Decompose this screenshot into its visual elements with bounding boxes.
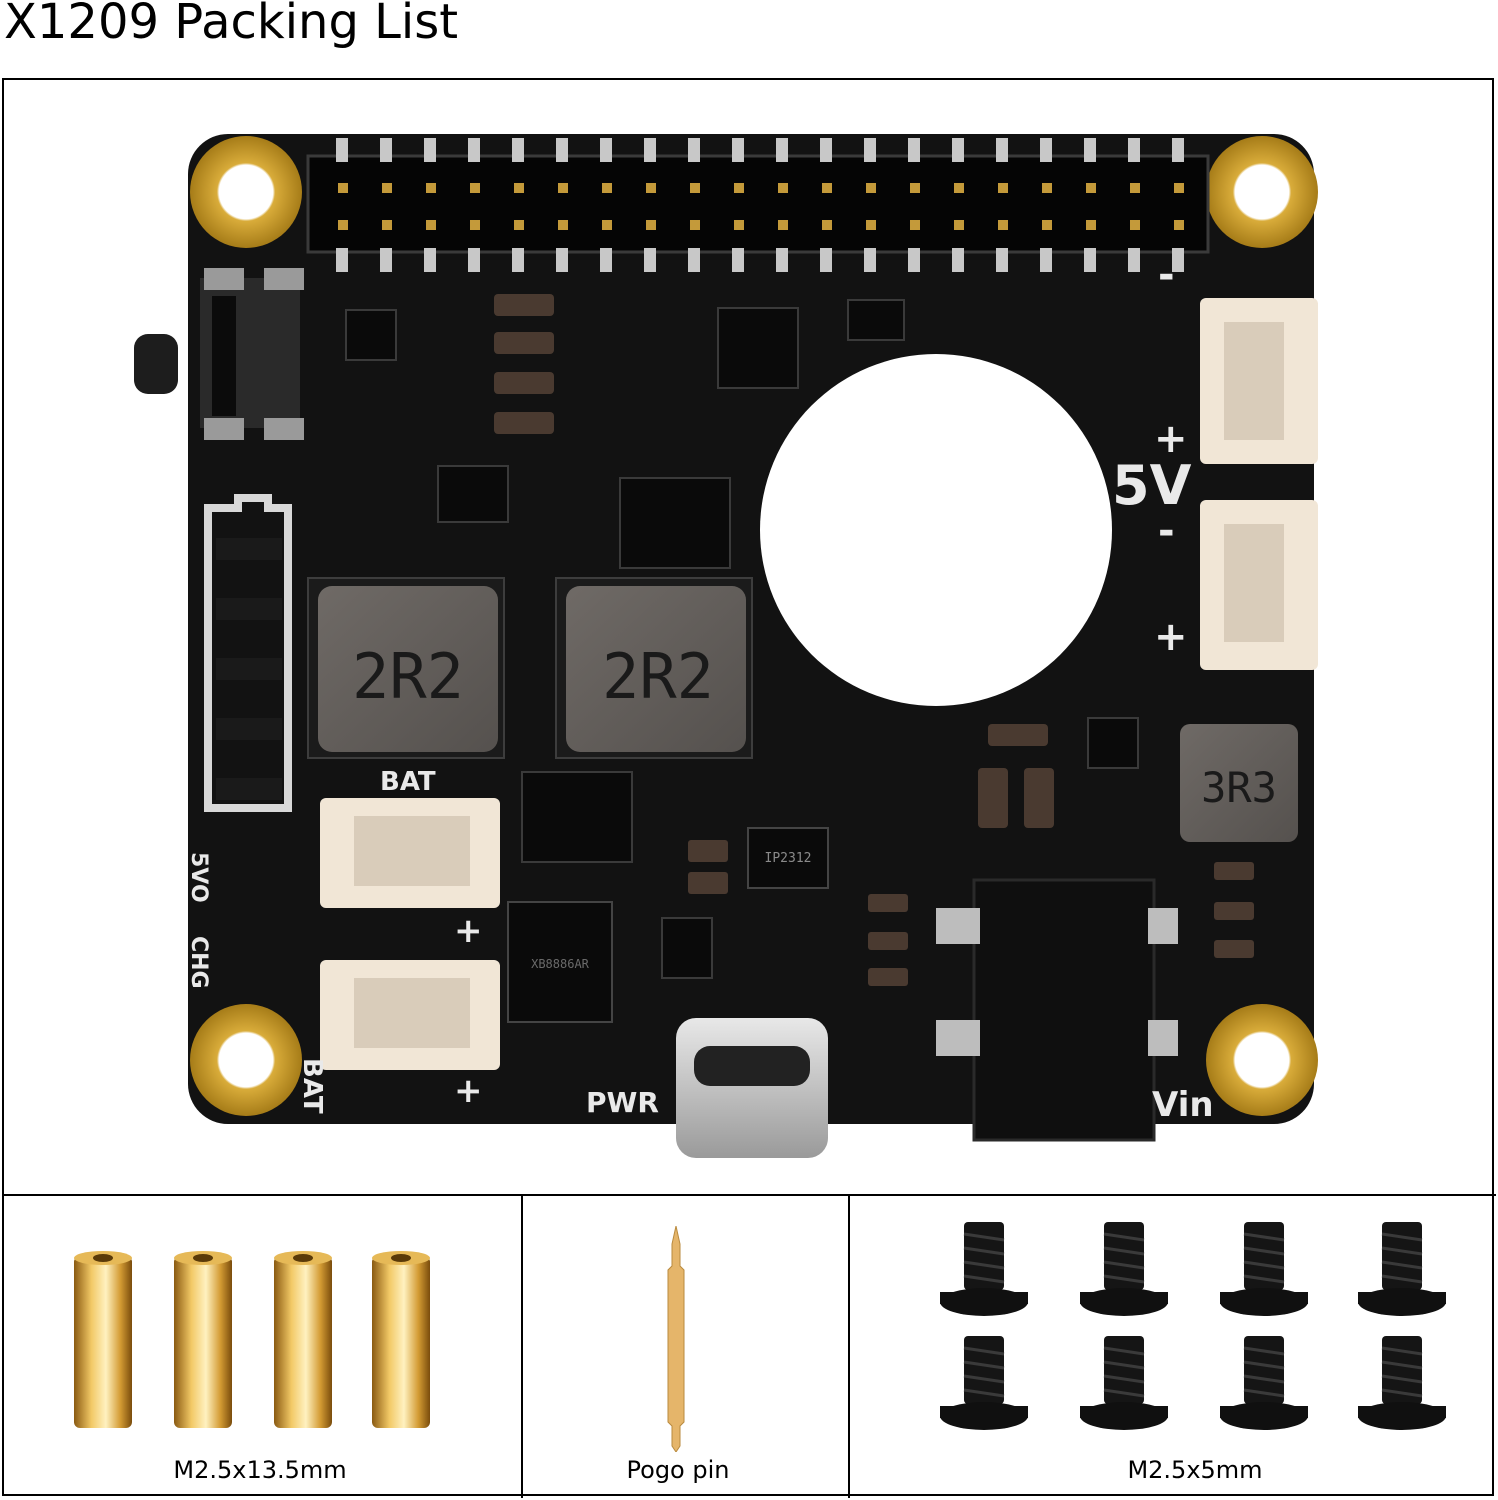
label-5vo: 5VO	[186, 852, 211, 903]
chip-xb8886ar: XB8886AR	[507, 901, 613, 1023]
screw-7	[1218, 1334, 1310, 1432]
gpio-header	[306, 154, 1210, 254]
x1209-board-image: 2R2 2R2 3R3 - + 5V - + BAT + + BAT 5VO C…	[134, 134, 1318, 1158]
screw-2	[1078, 1220, 1170, 1318]
svg-text:+: +	[454, 911, 483, 951]
label-vin: Vin	[1152, 1085, 1214, 1125]
screw-5	[938, 1334, 1030, 1432]
mounting-hole-tr	[1206, 136, 1318, 248]
label-bat-top: BAT	[380, 767, 436, 797]
inductor-3r3: 3R3	[1180, 724, 1298, 842]
standoff-4	[372, 1251, 430, 1428]
connector-5v-bottom	[1200, 500, 1318, 670]
inductor-2r2-a: 2R2	[307, 577, 505, 759]
caption-standoffs: M2.5x13.5mm	[173, 1456, 347, 1484]
switch-knob	[134, 334, 178, 394]
battery-silkscreen	[204, 494, 292, 812]
inductor-2r2-b: 2R2	[555, 577, 753, 759]
label-chg: CHG	[186, 936, 211, 989]
screw-4	[1356, 1220, 1448, 1318]
connector-bat-2	[320, 960, 500, 1070]
standoff-1	[74, 1251, 132, 1428]
svg-text:IP2312: IP2312	[765, 851, 812, 866]
svg-text:+: +	[1154, 614, 1188, 660]
center-cutout	[760, 354, 1112, 706]
caption-screws: M2.5x5mm	[1127, 1456, 1263, 1484]
page-title: X1209 Packing List	[4, 0, 459, 50]
connector-bat-1	[320, 798, 500, 908]
black-screws-image	[938, 1220, 1448, 1432]
usb-c-port	[676, 1018, 828, 1158]
svg-text:XB8886AR: XB8886AR	[531, 957, 590, 971]
label-5v: 5V	[1112, 454, 1192, 517]
dc-barrel-jack	[936, 878, 1178, 1142]
svg-text:+: +	[1154, 416, 1188, 462]
screw-6	[1078, 1334, 1170, 1432]
svg-text:2R2: 2R2	[602, 640, 714, 713]
screw-8	[1356, 1334, 1448, 1432]
svg-text:-: -	[1158, 252, 1175, 298]
mounting-hole-bl	[190, 1004, 302, 1116]
svg-text:-: -	[1158, 508, 1175, 554]
brass-standoffs-image	[74, 1251, 430, 1428]
svg-text:+: +	[454, 1071, 483, 1111]
standoff-3	[274, 1251, 332, 1428]
caption-pogo-pin: Pogo pin	[626, 1456, 730, 1484]
mounting-hole-tl	[190, 136, 302, 248]
standoff-2	[174, 1251, 232, 1428]
connector-5v-top	[1200, 298, 1318, 464]
pogo-pin-image	[667, 1226, 685, 1452]
svg-text:2R2: 2R2	[352, 640, 464, 713]
screw-3	[1218, 1220, 1310, 1318]
mounting-hole-br	[1206, 1004, 1318, 1116]
label-bat-side: BAT	[297, 1058, 327, 1114]
packing-list-frame	[2, 78, 1494, 1496]
divider-horizontal	[2, 1194, 1496, 1196]
label-pwr: PWR	[586, 1086, 659, 1119]
chip-ip2312: IP2312	[747, 827, 829, 889]
divider-vertical-2	[848, 1194, 850, 1498]
screw-1	[938, 1220, 1030, 1318]
svg-text:3R3: 3R3	[1201, 763, 1277, 812]
divider-vertical-1	[521, 1194, 523, 1498]
